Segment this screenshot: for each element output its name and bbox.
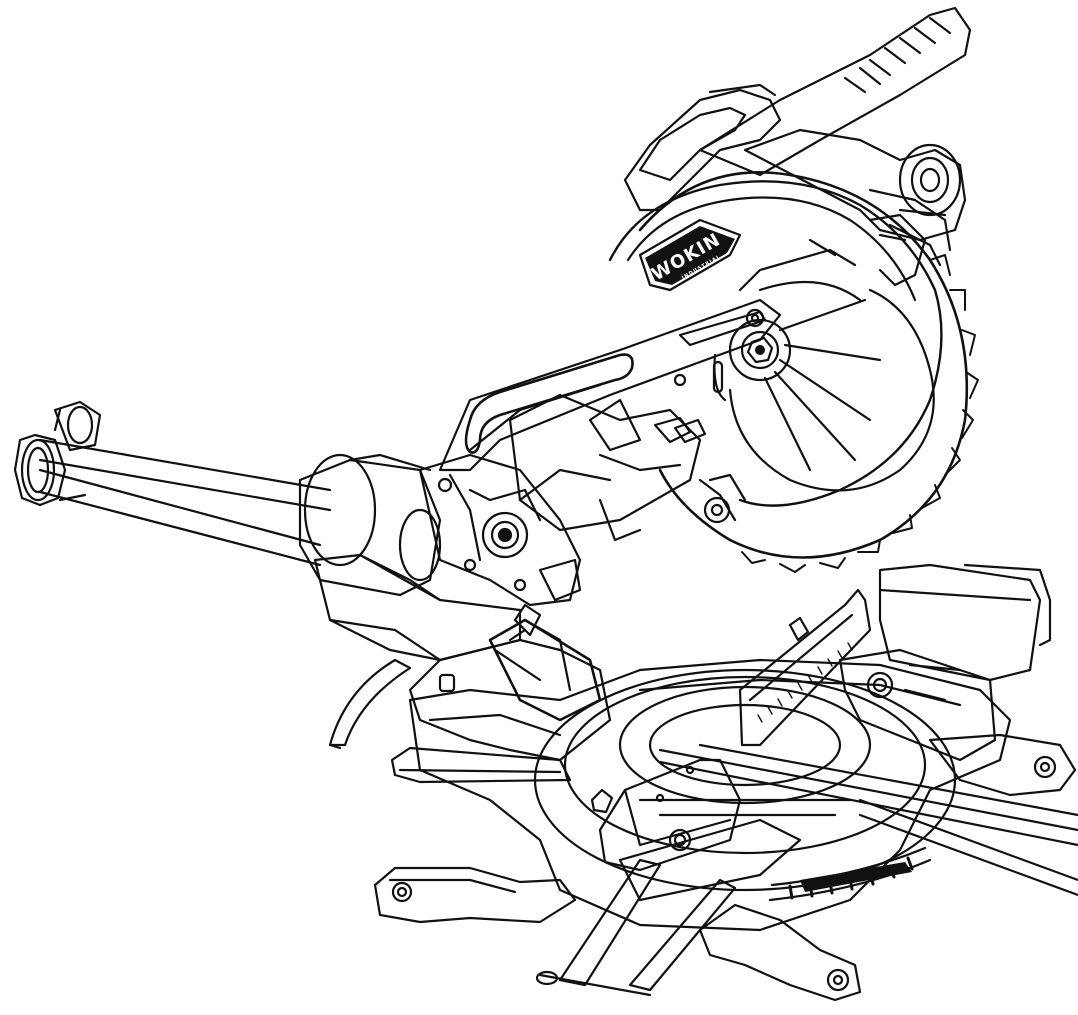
- blade-guard: [608, 171, 979, 573]
- fence-right: [838, 563, 1052, 762]
- slide-bars: [13, 400, 442, 597]
- motor-handle: [623, 6, 972, 267]
- depth-scale-plate: [738, 588, 872, 747]
- pivot-arm: [418, 453, 582, 607]
- fence-left: [590, 758, 802, 902]
- extension-rails: [535, 743, 1078, 997]
- turntable: [533, 668, 957, 902]
- upper-arm: [438, 298, 782, 542]
- bevel-housing: [313, 553, 612, 762]
- clamp: [508, 603, 542, 642]
